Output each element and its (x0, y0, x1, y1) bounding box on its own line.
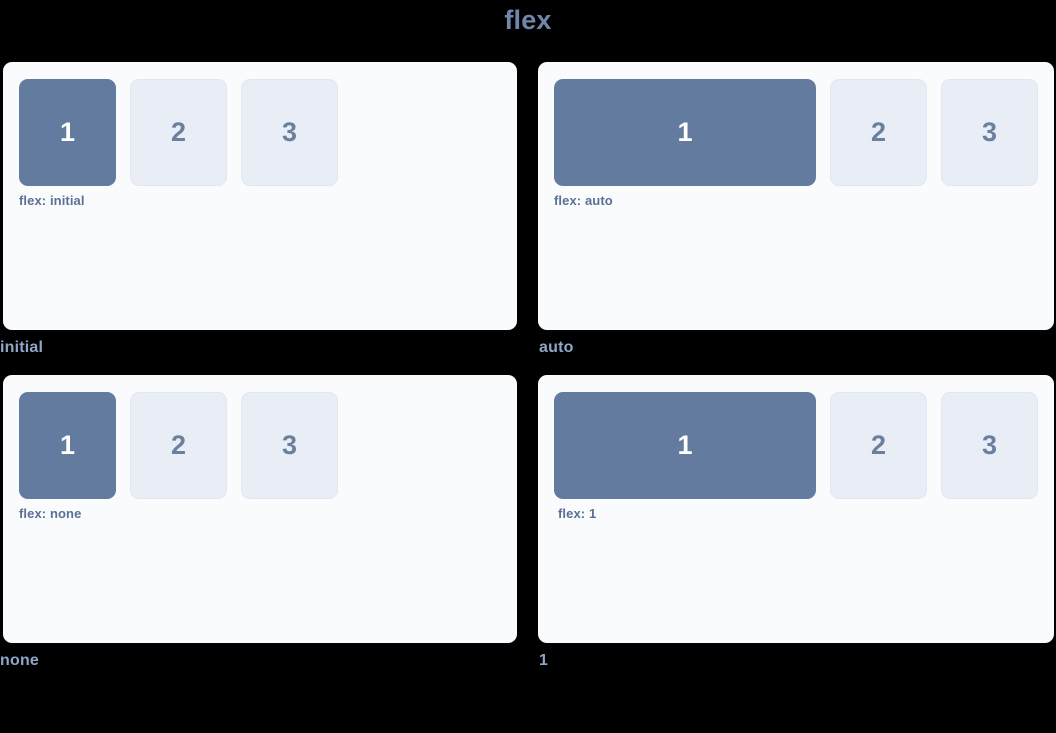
flex-container-auto: 1 2 3 (554, 79, 1038, 186)
flex-value-label: flex: none (19, 506, 82, 521)
flex-container-initial: 1 2 3 (19, 79, 501, 186)
demo-cell-auto: 1 2 3 flex: auto auto (538, 62, 1054, 356)
panel-none: 1 2 3 flex: none (3, 375, 517, 643)
flex-container-none: 1 2 3 (19, 392, 501, 499)
panel-initial: 1 2 3 flex: initial (3, 62, 517, 330)
demo-cell-one: 1 2 3 flex: 1 1 (538, 375, 1054, 669)
flex-item-3: 3 (941, 392, 1038, 499)
flex-value-label: flex: initial (19, 193, 85, 208)
panel-auto: 1 2 3 flex: auto (538, 62, 1054, 330)
flex-item-3: 3 (241, 392, 338, 499)
flex-container-one: 1 2 3 (554, 392, 1038, 499)
demo-cell-initial: 1 2 3 flex: initial initial (0, 62, 517, 356)
flex-item-2: 2 (130, 392, 227, 499)
flex-value-label: flex: auto (554, 193, 613, 208)
cell-caption-one: 1 (539, 652, 549, 669)
panel-one: 1 2 3 flex: 1 (538, 375, 1054, 643)
flex-item-3: 3 (941, 79, 1038, 186)
flex-item-1: 1 (554, 79, 816, 186)
flex-item-1: 1 (554, 392, 816, 499)
flex-value-label: flex: 1 (558, 506, 597, 521)
flex-item-2: 2 (830, 79, 927, 186)
flex-item-2: 2 (130, 79, 227, 186)
cell-caption-none: none (0, 652, 40, 669)
cell-caption-initial: initial (0, 339, 44, 356)
cell-caption-auto: auto (539, 339, 574, 356)
flex-item-2: 2 (830, 392, 927, 499)
demo-cell-none: 1 2 3 flex: none none (0, 375, 517, 669)
flex-item-3: 3 (241, 79, 338, 186)
page-title: flex (504, 5, 552, 35)
flex-item-1: 1 (19, 79, 116, 186)
flex-item-1: 1 (19, 392, 116, 499)
